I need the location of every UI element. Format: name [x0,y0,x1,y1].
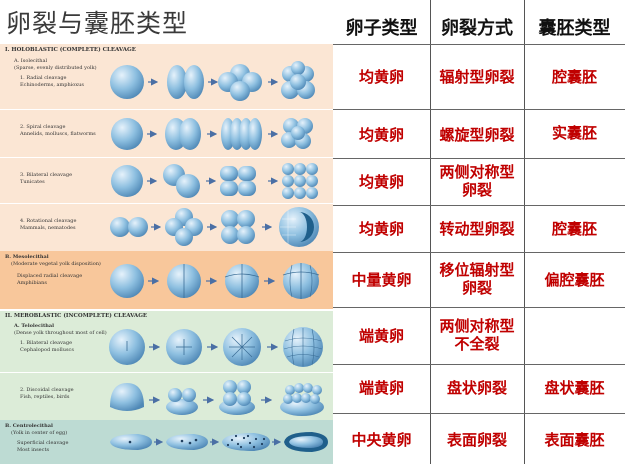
centrolecithal-section: B. Centrolecithal (Yolk in center of egg… [0,420,333,464]
cleavage-name: 4. Rotational cleavage [20,218,77,224]
figure-row-bilateral: 3. Bilateral cleavage Tunicates [0,158,333,204]
cleavage-examples: Annelids, molluscs, flatworms [20,130,96,137]
cleavage-examples: Tunicates [20,178,45,185]
cleavage-name: 1. Radial cleavage [20,75,67,81]
isolecithal-heading: A. Isolecithal [14,58,48,64]
row-label: 2. Spiral cleavage Annelids, molluscs, f… [8,124,108,137]
header-blastula-type: 囊胚类型 [538,18,611,39]
table-cell-egg: 中量黄卵 [351,271,412,289]
table-cell-blastula: 腔囊胚 [551,220,597,238]
table-cell-cleavage: 辐射型卵裂 [439,68,515,86]
figure-row-spiral: 2. Spiral cleavage Annelids, molluscs, f… [0,110,333,158]
figure-row-radial: A. Isolecithal (Sparse, evenly distribut… [0,54,333,110]
centrolecithal-subheading: (Yolk in center of egg) [11,429,68,436]
telolecithal-subheading: (Dense yolk throughout most of cell) [14,329,107,336]
cleavage-examples: Fish, reptiles, birds [20,393,70,400]
table-cell-egg: 均黄卵 [358,68,404,86]
holoblastic-heading: I. HOLOBLASTIC (COMPLETE) CLEAVAGE [5,47,136,53]
cleavage-figure: I. HOLOBLASTIC (COMPLETE) CLEAVAGE A. Is… [0,44,333,464]
row-label: 3. Bilateral cleavage Tunicates [8,172,108,185]
meroblastic-heading: II. MEROBLASTIC (INCOMPLETE) CLEAVAGE [5,313,148,319]
table-cell-egg: 端黄卵 [358,327,404,345]
figure-row-discoidal: 2. Discoidal cleavage Fish, reptiles, bi… [0,373,333,420]
cleavage-name: Superficial cleavage [17,440,69,446]
table-cell-cleavage: 移位辐射型卵裂 [439,261,515,297]
rotational-cleavage-stages [110,207,319,247]
table-cell-egg: 均黄卵 [358,126,404,144]
table-cell-blastula: 表面囊胚 [544,431,605,449]
cleavage-name: 1. Bilateral cleavage [20,340,73,346]
meroblastic-section: II. MEROBLASTIC (INCOMPLETE) CLEAVAGE A.… [0,311,333,420]
bilateral-cleavage-stages [111,163,318,199]
table-cell-blastula: 盘状囊胚 [544,379,605,397]
table-cell-blastula: 实囊胚 [551,124,597,142]
table-cell-cleavage: 转动型卵裂 [439,220,515,238]
table-cell-cleavage: 两侧对称型不全裂 [439,317,515,353]
mesolecithal-section: B. Mesolecithal (Moderate vegetal yolk d… [0,251,333,309]
isolecithal-subheading: (Sparse, evenly distributed yolk) [14,64,97,71]
cleavage-examples: Mammals, nematodes [20,224,76,231]
row-label: A. Isolecithal (Sparse, evenly distribut… [8,58,108,88]
row-label: 4. Rotational cleavage Mammals, nematode… [8,218,108,231]
radial-cleavage-stages [110,61,315,101]
discoidal-cleavage-stages [110,380,324,416]
mesolecithal-subheading: (Moderate vegetal yolk disposition) [11,260,101,267]
cleavage-examples: Amphibians [17,279,47,286]
page-title: 卵裂与囊胚类型 [6,9,189,38]
cephalopod-cleavage-stages [109,327,323,367]
table-cell-cleavage: 盘状卵裂 [446,379,507,397]
cleavage-examples: Echinoderms, amphioxus [20,81,84,88]
displaced-radial-cleavage-stages [110,263,320,299]
table-cell-blastula: 腔囊胚 [551,68,597,86]
table-cell-egg: 均黄卵 [358,173,404,191]
centrolecithal-heading: B. Centrolecithal [5,423,53,429]
table-cell-egg: 均黄卵 [358,220,404,238]
telolecithal-heading: A. Telolecithal [14,323,55,329]
mesolecithal-heading: B. Mesolecithal [5,254,49,260]
figure-row-bilateral-meroblastic: A. Telolecithal (Dense yolk throughout m… [0,321,333,373]
cleavage-name: Displaced radial cleavage [17,273,83,279]
cleavage-name: 2. Discoidal cleavage [20,387,74,393]
classification-table: 卵子类型 卵裂方式 囊胚类型 均黄卵 辐射型卵裂 腔囊胚 均黄卵 螺旋型卵裂 实… [333,0,625,464]
table-cell-cleavage: 表面卵裂 [446,431,507,449]
holoblastic-section: I. HOLOBLASTIC (COMPLETE) CLEAVAGE A. Is… [0,44,333,251]
figure-row-rotational: 4. Rotational cleavage Mammals, nematode… [0,204,333,251]
header-cleavage-type: 卵裂方式 [441,18,513,39]
cleavage-examples: Cephalopod molluscs [20,346,74,353]
cleavage-name: 2. Spiral cleavage [20,124,66,130]
row-label: 2. Discoidal cleavage Fish, reptiles, bi… [8,387,108,400]
table-cell-egg: 中央黄卵 [351,431,412,449]
row-label: B. Mesolecithal (Moderate vegetal yolk d… [5,254,105,286]
cleavage-examples: Most insects [17,446,50,453]
cleavage-name: 3. Bilateral cleavage [20,172,73,178]
row-label: A. Telolecithal (Dense yolk throughout m… [8,323,108,353]
superficial-cleavage-stages [110,432,328,452]
table-cell-egg: 端黄卵 [358,379,404,397]
header-egg-type: 卵子类型 [345,18,418,39]
row-label: B. Centrolecithal (Yolk in center of egg… [5,423,105,453]
table-cell-cleavage: 螺旋型卵裂 [439,126,515,144]
spiral-cleavage-stages [111,118,313,150]
table-cell-cleavage: 两侧对称型卵裂 [439,163,515,199]
table-cell-blastula: 偏腔囊胚 [544,271,605,289]
